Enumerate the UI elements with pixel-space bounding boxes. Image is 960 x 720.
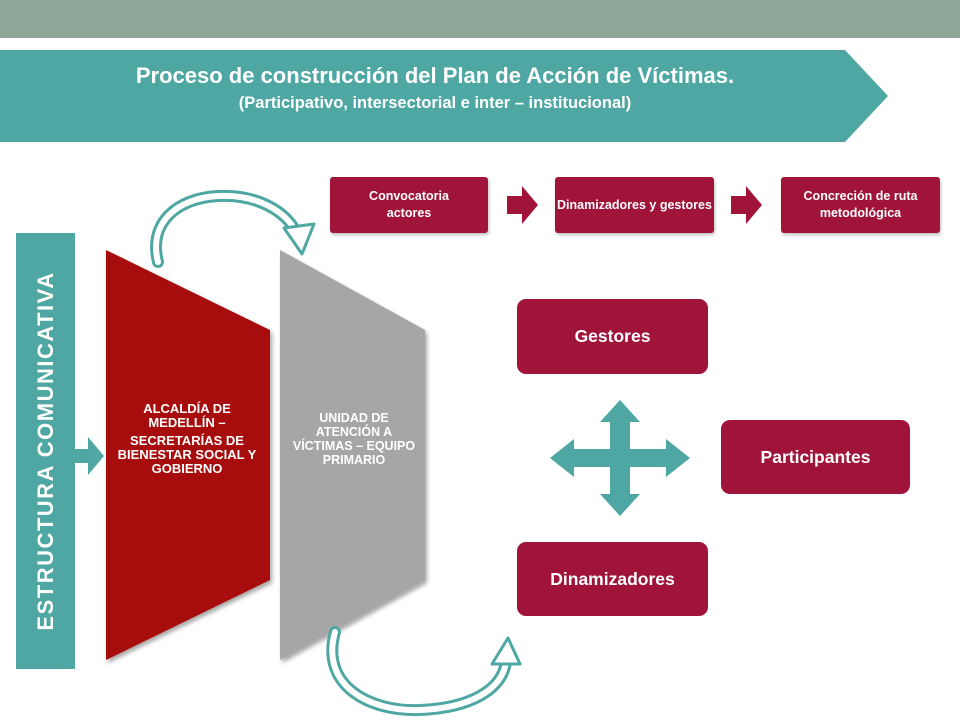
vertical-sidebar-bar: ESTRUCTURA COMUNICATIVA [16,233,75,669]
page-subtitle: (Participativo, intersectorial e inter –… [238,94,632,112]
alcaldia-block [106,250,270,660]
page-title: Proceso de construcción del Plan de Acci… [135,63,735,88]
role-dinamizadores-label: Dinamizadores [550,568,675,589]
role-dinamizadores: Dinamizadores [517,542,708,616]
role-gestores: Gestores [517,299,708,374]
unidad-block [280,250,425,660]
step-convocatoria-line2: actores [386,206,432,220]
alcaldia-label: ALCALDÍA DE MEDELLÍN – SECRETARÍAS DE BI… [112,402,262,476]
step-concrecion: Concreción de ruta metodológica [781,177,940,233]
alcaldia-line2: SECRETARÍAS DE BIENESTAR SOCIAL Y GOBIER… [117,433,257,476]
step-dinamizadores-label: Dinamizadores y gestores [557,197,712,212]
role-gestores-label: Gestores [574,326,651,346]
step-arrow-1-icon [507,186,538,224]
role-participantes: Participantes [721,420,910,494]
title-banner: Proceso de construcción del Plan de Acci… [0,50,890,142]
alcaldia-line1: ALCALDÍA DE MEDELLÍN – [143,401,231,430]
curved-arrow-bottom-icon [326,626,522,717]
role-participantes-label: Participantes [760,446,871,467]
banner-arrow-shape [0,50,888,142]
top-bar [0,0,960,38]
step-convocatoria-line1: Convocatoria [369,189,449,203]
step-concrecion-label: Concreción de ruta metodológica [803,189,918,220]
step-dinamizadores-gestores: Dinamizadores y gestores [555,177,714,233]
four-way-arrow-icon [550,400,690,516]
curved-arrow-top-icon [150,189,316,268]
entry-arrow-icon [75,437,104,475]
unidad-label: UNIDAD DE ATENCIÓN A VÍCTIMAS – EQUIPO P… [292,411,416,467]
step-arrow-2-icon [731,186,762,224]
step-convocatoria: Convocatoria actores [330,177,488,233]
